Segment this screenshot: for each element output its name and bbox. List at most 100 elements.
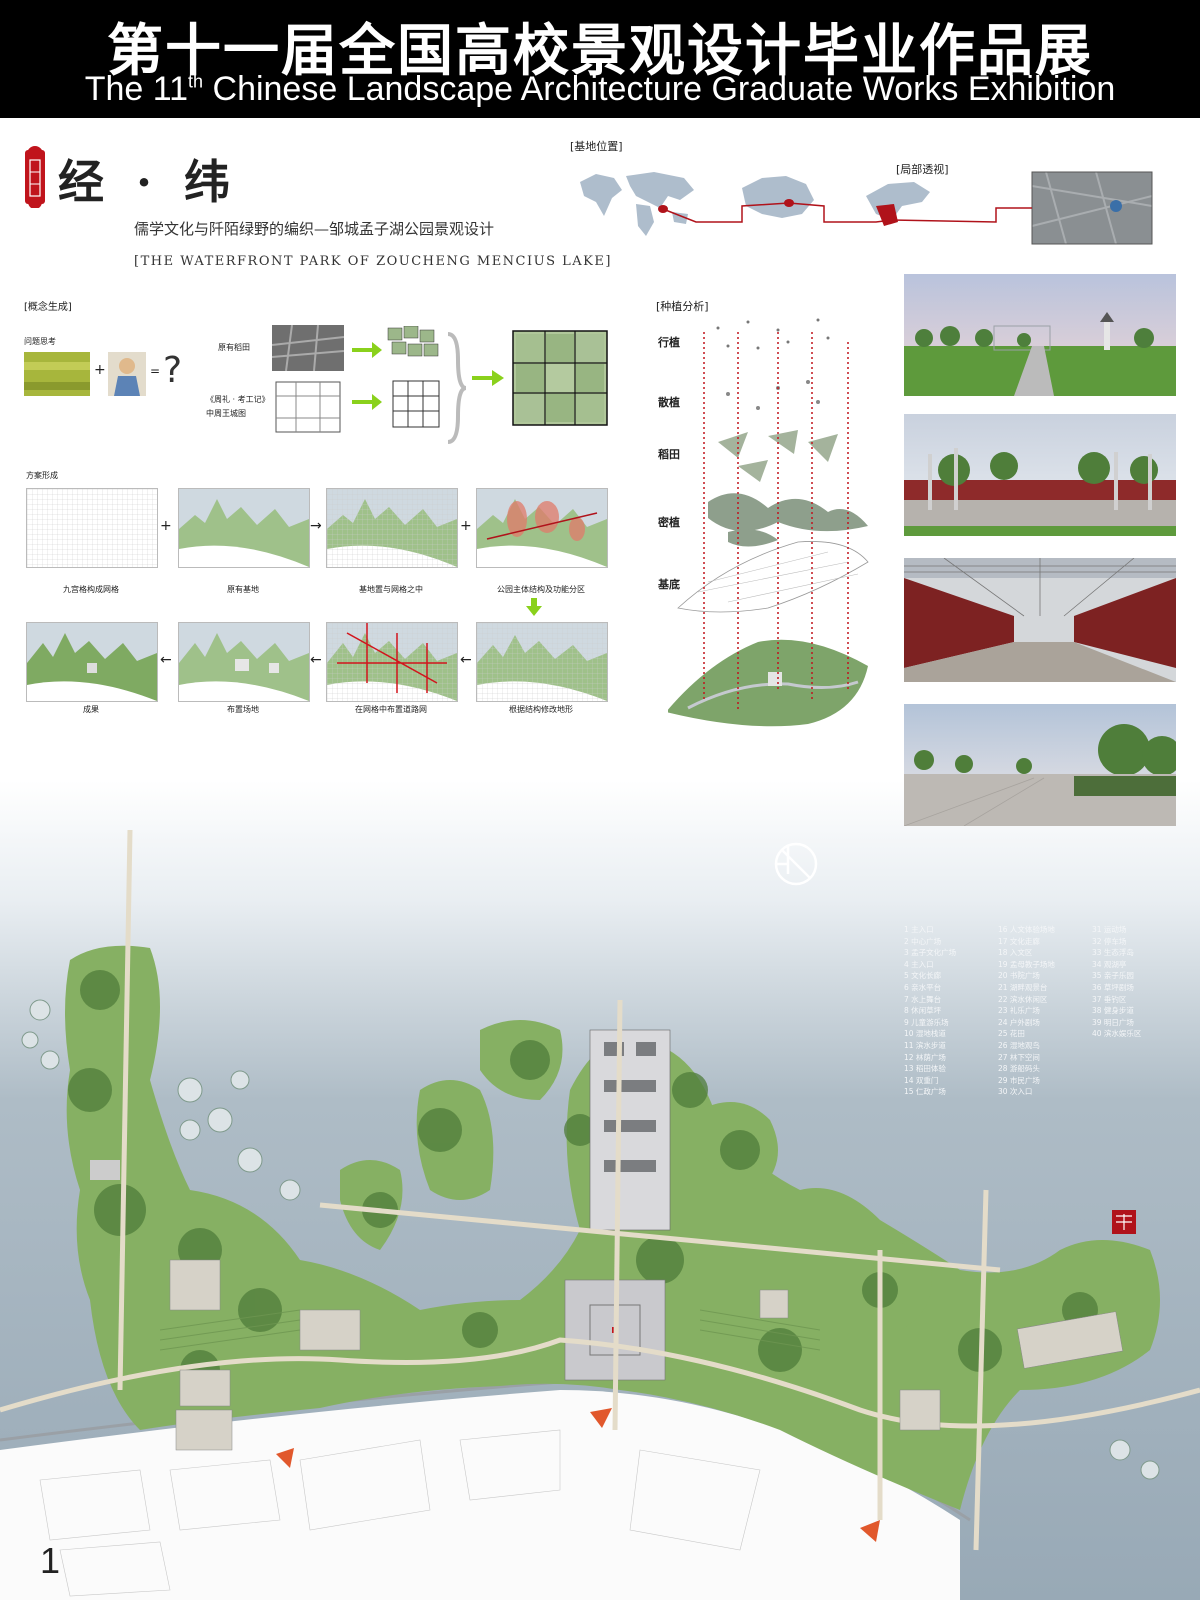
legend-item: 7 水上舞台 (904, 994, 942, 1004)
legend-item: 23 礼乐广场 (998, 1006, 1040, 1016)
scheme-step-label-7: 在网格中布置道路网 (355, 705, 427, 714)
legend-item: 13 稻田体验 (904, 1064, 946, 1074)
legend-item: 18 入文区 (998, 948, 1033, 958)
nine-square-grid-diagram (512, 330, 608, 426)
concept-plus-sign: + (94, 362, 106, 378)
site-location-label: [基地位置] (570, 140, 623, 153)
rice-field-photo (24, 352, 90, 396)
scheme-step-8-result (26, 622, 158, 702)
legend-item: 35 亲子乐园 (1092, 971, 1134, 981)
legend-item: 17 文化走廊 (998, 936, 1040, 946)
legend-item: 1 主入口 (904, 925, 934, 934)
zhouli-label-2: 中周王城图 (206, 409, 246, 418)
plan-legend: 1 主入口 2 中心广场 3 孟子文化广场 4 主入口 5 文化长廊 6 亲水平… (904, 924, 1194, 1174)
legend-item: 16 人文体验场地 (998, 925, 1055, 934)
scheme-step-7-venues (178, 622, 310, 702)
project-subtitle-en: [THE WATERFRONT PARK OF ZOUCHENG MENCIUS… (134, 254, 612, 269)
legend-item: 5 文化长廊 (904, 971, 942, 981)
scheme-step-3-overlay (326, 488, 458, 568)
planting-layer-base: 基底 (658, 578, 680, 591)
perspective-render-4 (904, 704, 1176, 826)
scheme-step-4-zoning (476, 488, 608, 568)
paddy-field-label: 原有稻田 (218, 343, 250, 352)
legend-item: 25 花田 (998, 1029, 1025, 1039)
planting-layer-dense: 密植 (658, 516, 680, 529)
project-name: 经 · 纬 (58, 155, 239, 209)
mencius-portrait (108, 352, 146, 396)
legend-item: 15 仁政广场 (904, 1087, 946, 1097)
scheme-step-label-1: 九宫格构成网格 (63, 585, 119, 594)
concept-bracket-icon (447, 332, 504, 444)
legend-item: 37 垂钓区 (1092, 994, 1127, 1004)
legend-item: 20 书院广场 (998, 971, 1040, 981)
legend-item: 36 草坪剧场 (1092, 982, 1134, 992)
perspective-render-2 (904, 414, 1176, 536)
planting-layer-row: 行植 (658, 336, 680, 349)
perspective-render-3 (904, 558, 1176, 682)
plan-number-label: 1 (40, 1540, 61, 1581)
legend-item: 40 滨水娱乐区 (1092, 1029, 1142, 1039)
scheme-down-arrow-icon (526, 598, 542, 616)
legend-item: 28 游船码头 (998, 1064, 1040, 1074)
planting-layer-scatter: 散植 (658, 396, 680, 409)
legend-item: 22 滨水休闲区 (998, 994, 1048, 1004)
legend-item: 30 次入口 (998, 1087, 1033, 1097)
legend-column-3: 31 运动场 32 停车场 33 生态浮岛 34 观湖亭 35 亲子乐园 36 … (1092, 924, 1188, 1040)
scheme-step-label-8: 根据结构修改地形 (509, 705, 573, 714)
planting-section-label: [种植分析] (656, 300, 709, 313)
scheme-arrow-left-3: ← (460, 652, 472, 668)
grid-pattern-diagram (392, 380, 440, 428)
legend-item: 2 中心广场 (904, 936, 942, 946)
scheme-step-5-terrain (476, 622, 608, 702)
exhibition-header: 第十一届全国高校景观设计毕业作品展 The 11th Chinese Lands… (0, 0, 1200, 118)
legend-column-2: 16 人文体验场地 17 文化走廊 18 入文区 19 孟母教子场地 20 书院… (998, 924, 1094, 1098)
legend-item: 8 休闲草坪 (904, 1006, 942, 1016)
planting-layers-diagram (668, 318, 869, 727)
legend-item: 34 观湖亭 (1092, 959, 1127, 969)
local-perspective-label: [局部透视] (896, 163, 949, 176)
legend-column-1: 1 主入口 2 中心广场 3 孟子文化广场 4 主入口 5 文化长廊 6 亲水平… (904, 924, 1000, 1098)
scheme-step-label-3: 基地置与网格之中 (359, 585, 423, 594)
paddy-pattern-diagram (387, 326, 439, 357)
legend-item: 21 湖畔观景台 (998, 982, 1048, 992)
scheme-step-label-5: 成果 (83, 705, 99, 714)
scheme-step-label-6: 布置场地 (227, 705, 259, 714)
scheme-step-label-4: 公园主体结构及功能分区 (497, 585, 585, 594)
legend-item: 3 孟子文化广场 (904, 948, 957, 958)
legend-item: 24 户外剧场 (998, 1017, 1040, 1027)
scheme-step-label-2: 原有基地 (227, 585, 259, 594)
legend-item: 27 林下空间 (998, 1052, 1040, 1062)
site-location-map (580, 171, 1153, 245)
seal-ornament-icon (25, 146, 45, 208)
legend-item: 4 主入口 (904, 959, 934, 969)
legend-item: 14 双重门 (904, 1075, 939, 1085)
legend-item: 9 儿童游乐场 (904, 1017, 949, 1027)
legend-item: 31 运动场 (1092, 925, 1127, 934)
legend-item: 11 滨水步道 (904, 1040, 946, 1050)
exhibition-title-en: The 11th Chinese Landscape Architecture … (84, 70, 1116, 108)
concept-green-arrows-icon (352, 342, 382, 410)
scheme-step-6-roads (326, 622, 458, 702)
perspective-render-1 (904, 274, 1176, 396)
paddy-field-photo (272, 325, 344, 371)
legend-item: 10 湿地栈道 (904, 1029, 946, 1039)
scheme-plus-sign: + (160, 518, 172, 534)
legend-item: 6 亲水平台 (904, 982, 942, 992)
legend-item: 26 湿地观鸟 (998, 1040, 1040, 1050)
legend-item: 29 市民广场 (998, 1075, 1040, 1085)
legend-item: 33 生态浮岛 (1092, 948, 1134, 958)
concept-question-mark: ? (163, 350, 183, 391)
master-plan-drawing (0, 830, 1200, 1600)
legend-item: 32 停车场 (1092, 936, 1127, 946)
zhou-city-plan-drawing (275, 381, 341, 433)
scheme-step-1-grid (26, 488, 158, 568)
scheme-step-2-site (178, 488, 310, 568)
scheme-arrow-right: → (310, 518, 322, 534)
legend-item: 19 孟母教子场地 (998, 959, 1055, 969)
legend-item: 39 明日广场 (1092, 1017, 1134, 1027)
exhibition-title-cn: 第十一届全国高校景观设计毕业作品展 (107, 19, 1093, 84)
question-label: 问题思考 (24, 337, 56, 346)
legend-item: 12 林荫广场 (904, 1052, 946, 1062)
zhouli-label-1: 《周礼 · 考工记》 (206, 395, 270, 404)
legend-item: 38 健身步道 (1092, 1006, 1134, 1016)
